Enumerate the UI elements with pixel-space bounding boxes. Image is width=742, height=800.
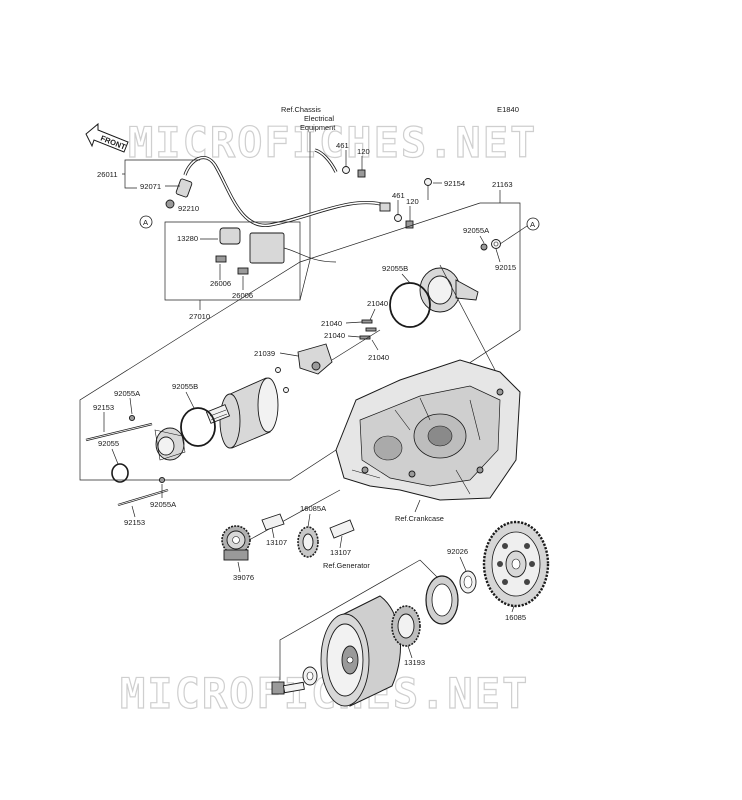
label-21040a: 21040	[367, 299, 388, 308]
label-26011: 26011	[97, 170, 118, 179]
label-120b: 120	[406, 197, 419, 206]
clutch-housing	[425, 575, 459, 625]
oring-92055a-l2	[158, 476, 166, 484]
label-92055a-l1: 92055A	[114, 389, 141, 398]
bolt-rotor-icon	[271, 681, 305, 695]
label-92055a-l2: 92055A	[150, 500, 177, 509]
oring-92055b-left	[180, 407, 216, 447]
label-26006a: 26006	[210, 279, 231, 288]
relay-box	[249, 232, 285, 264]
starter-group-frame	[79, 202, 521, 481]
label-120a: 120	[357, 147, 370, 156]
label-92026: 92026	[447, 547, 468, 556]
label-13107b: 13107	[330, 548, 351, 557]
label-16085a: 16085A	[300, 504, 327, 513]
gear-16085a	[297, 526, 319, 558]
nut-92210-icon	[165, 199, 175, 209]
label-92055b-top: 92055B	[382, 264, 408, 273]
label-461a: 461	[336, 141, 349, 150]
ref-chassis-line3: Equipment	[300, 123, 335, 132]
leader-26011	[122, 159, 200, 189]
gear-16085	[482, 520, 550, 608]
fuse-26006a	[215, 255, 227, 263]
label-26006b: 26006	[232, 291, 253, 300]
starter-motor	[205, 377, 279, 449]
oring-92055b-top	[389, 282, 431, 328]
relay-group-box	[164, 221, 301, 301]
bolt-120a-icon	[357, 169, 366, 178]
lead-terminal	[175, 178, 193, 198]
label-92154: 92154	[444, 179, 465, 188]
label-92015: 92015	[495, 263, 516, 272]
bolt-92154-icon	[424, 178, 432, 186]
label-92071: 92071	[140, 182, 161, 191]
brush-holder-21039	[297, 343, 333, 375]
diagram-code: E1840	[497, 105, 519, 114]
pin-21040a	[361, 319, 373, 324]
ref-circle-a-right-label: A	[530, 220, 536, 229]
label-27010: 27010	[189, 312, 210, 321]
label-92210: 92210	[178, 204, 199, 213]
starter-lead-cable	[183, 156, 386, 227]
label-21040c: 21040	[324, 331, 345, 340]
gear-39076	[221, 525, 251, 561]
label-92153a: 92153	[93, 403, 114, 412]
label-13280: 13280	[177, 234, 198, 243]
label-13107a: 13107	[266, 538, 287, 547]
label-21040b: 21040	[321, 319, 342, 328]
shaft-13107a	[261, 513, 285, 531]
fuse-26006b	[237, 267, 249, 275]
ref-circle-a-left-label: A	[143, 218, 149, 227]
label-13193: 13193	[404, 658, 425, 667]
ref-circle-a-right	[526, 217, 540, 231]
label-92055a-top: 92055A	[463, 226, 490, 235]
label-21040d: 21040	[368, 353, 389, 362]
pin-21040b	[365, 327, 377, 332]
relay-13280	[219, 227, 241, 245]
label-92055b-left: 92055B	[172, 382, 198, 391]
generator-rotor	[320, 595, 402, 707]
ref-chassis-line2: Electrical	[304, 114, 334, 123]
label-21039: 21039	[254, 349, 275, 358]
oring-92055a-top	[480, 243, 488, 251]
oring-92055-icon	[111, 463, 129, 483]
crankcase	[335, 359, 521, 501]
oring-92055a-l1	[128, 414, 136, 422]
label-92055: 92055	[98, 439, 119, 448]
clutch-13193	[391, 605, 421, 647]
washer-461b-icon	[394, 214, 402, 222]
front-arrow-icon: FRONT	[85, 122, 129, 153]
label-461b: 461	[392, 191, 405, 200]
bolt-120b-icon	[405, 220, 414, 229]
shaft-13107b	[329, 519, 355, 539]
leader-cover-to-case	[439, 264, 496, 371]
lead-end-terminal	[379, 202, 391, 212]
ref-crankcase: Ref.Crankcase	[395, 514, 444, 523]
ref-chassis-line1: Ref.Chassis	[281, 105, 321, 114]
ref-generator: Ref.Generator	[323, 561, 370, 570]
label-21163: 21163	[492, 180, 513, 189]
label-39076: 39076	[233, 573, 254, 582]
ref-chassis-leader	[299, 132, 311, 301]
label-92153b: 92153	[124, 518, 145, 527]
label-16085: 16085	[505, 613, 526, 622]
ref-circle-a-left	[139, 215, 153, 229]
washer-461a-icon	[342, 166, 350, 174]
